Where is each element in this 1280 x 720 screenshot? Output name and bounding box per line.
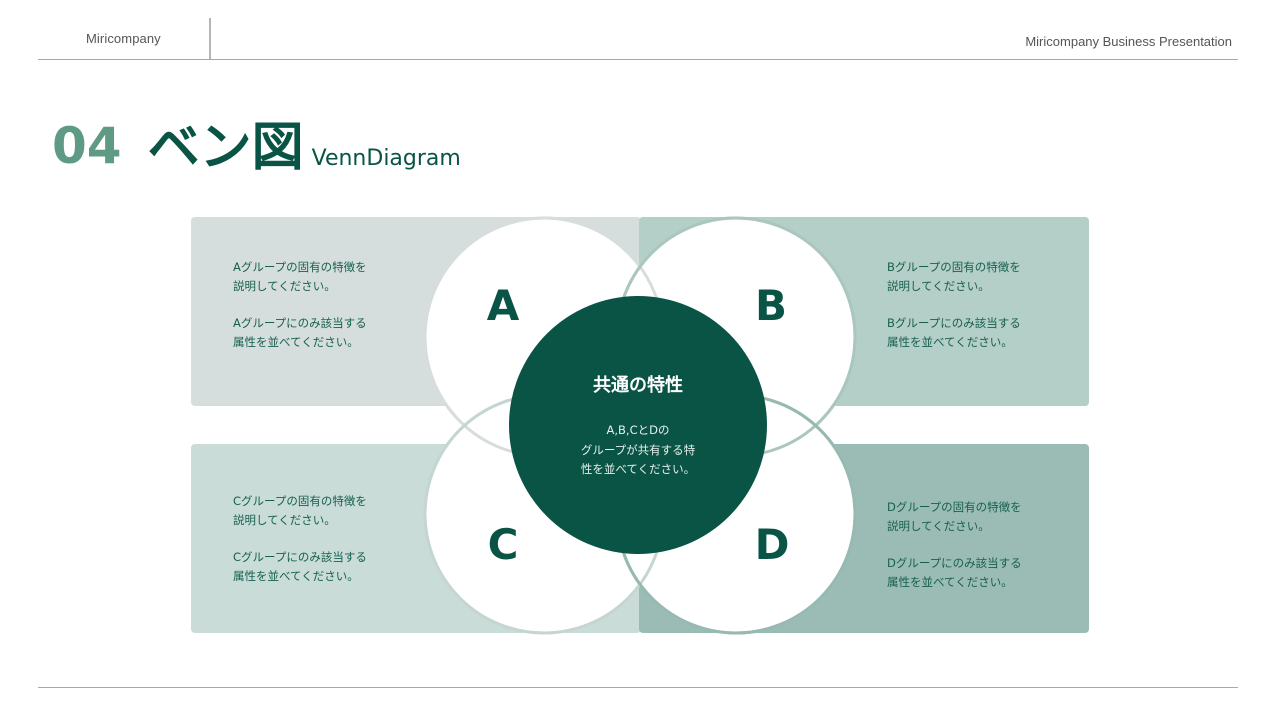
group-a-description: Aグループの固有の特徴を説明してください。 Aグループにのみ該当する属性を並べて…	[233, 260, 367, 349]
section-number: 04	[52, 117, 122, 175]
title-english: VennDiagram	[311, 146, 461, 171]
presentation-title: Miricompany Business Presentation	[1025, 34, 1232, 49]
label-a: A	[486, 281, 520, 330]
common-traits-title: 共通の特性	[593, 375, 683, 396]
header-rule	[38, 59, 1238, 60]
title-japanese: ベン図	[147, 118, 304, 178]
label-b: B	[754, 281, 787, 330]
label-d: D	[754, 520, 790, 569]
common-traits-description: A,B,CとDの グループが共有する特 性を並べてください。	[580, 423, 696, 476]
footer-rule	[38, 687, 1238, 688]
group-c-description: Cグループの固有の特徴を説明してください。 Cグループにのみ該当する属性を並べて…	[233, 494, 367, 583]
group-d-description: Dグループの固有の特徴を説明してください。 Dグループにのみ該当する属性を並べて…	[887, 500, 1022, 589]
center-circle	[509, 296, 767, 554]
group-b-description: Bグループの固有の特徴を説明してください。 Bグループにのみ該当する属性を並べて…	[887, 260, 1021, 349]
label-c: C	[487, 520, 519, 569]
company-name: Miricompany	[86, 31, 161, 46]
header-divider	[209, 18, 211, 59]
page-title: 04 ベン図 VennDiagram	[52, 104, 461, 174]
